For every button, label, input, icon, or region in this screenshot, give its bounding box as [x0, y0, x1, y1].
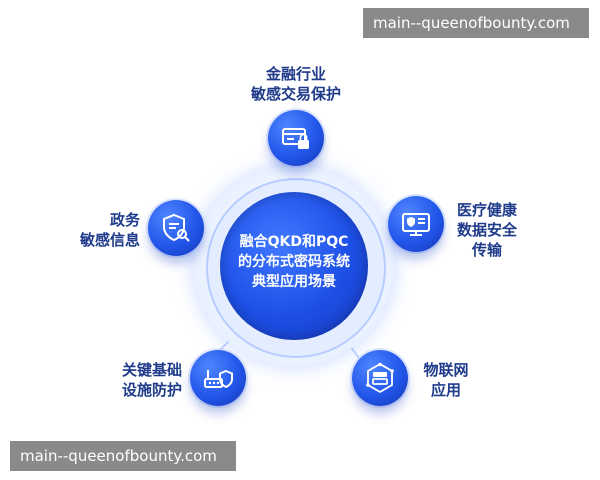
infrastructure-label-line: 关键基础: [121, 361, 182, 379]
healthcare-label-line: 传输: [471, 241, 502, 259]
network-server-icon: [366, 362, 394, 394]
finance-label-line: 敏感交易保护: [250, 85, 341, 103]
center-title: 融合QKD和PQC 的分布式密码系统 典型应用场景: [220, 232, 368, 292]
center-title-line: 融合QKD和PQC: [239, 234, 349, 250]
watermark-top: main--queenofbounty.com: [363, 8, 589, 38]
healthcare-label-line: 数据安全: [456, 221, 517, 239]
infrastructure-label: 关键基础 设施防护: [112, 360, 182, 400]
government-label-line: 敏感信息: [79, 231, 140, 249]
finance-label-line: 金融行业: [265, 65, 326, 83]
healthcare-label: 医疗健康 数据安全 传输: [452, 200, 522, 260]
card-lock-icon: [282, 128, 309, 149]
router-shield-icon: [204, 369, 233, 389]
government-label-line: 政务: [109, 211, 140, 229]
shield-search-icon: [163, 213, 190, 242]
infrastructure-node: [190, 350, 246, 406]
iot-node: [352, 350, 408, 406]
center-title-line: 典型应用场景: [252, 274, 336, 290]
healthcare-node: [388, 196, 444, 252]
infrastructure-label-line: 设施防护: [121, 381, 182, 399]
monitor-shield-icon: [402, 213, 430, 236]
iot-label: 物联网 应用: [416, 360, 476, 400]
watermark-bottom: main--queenofbounty.com: [10, 441, 236, 471]
center-title-line: 的分布式密码系统: [238, 254, 350, 270]
finance-node: [268, 110, 324, 166]
iot-label-line: 物联网: [423, 361, 469, 379]
center-core: [220, 192, 368, 340]
government-label: 政务 敏感信息: [70, 210, 140, 250]
finance-label: 金融行业 敏感交易保护: [248, 64, 344, 104]
iot-label-line: 应用: [430, 381, 461, 399]
healthcare-label-line: 医疗健康: [456, 201, 517, 219]
government-node: [148, 200, 204, 256]
